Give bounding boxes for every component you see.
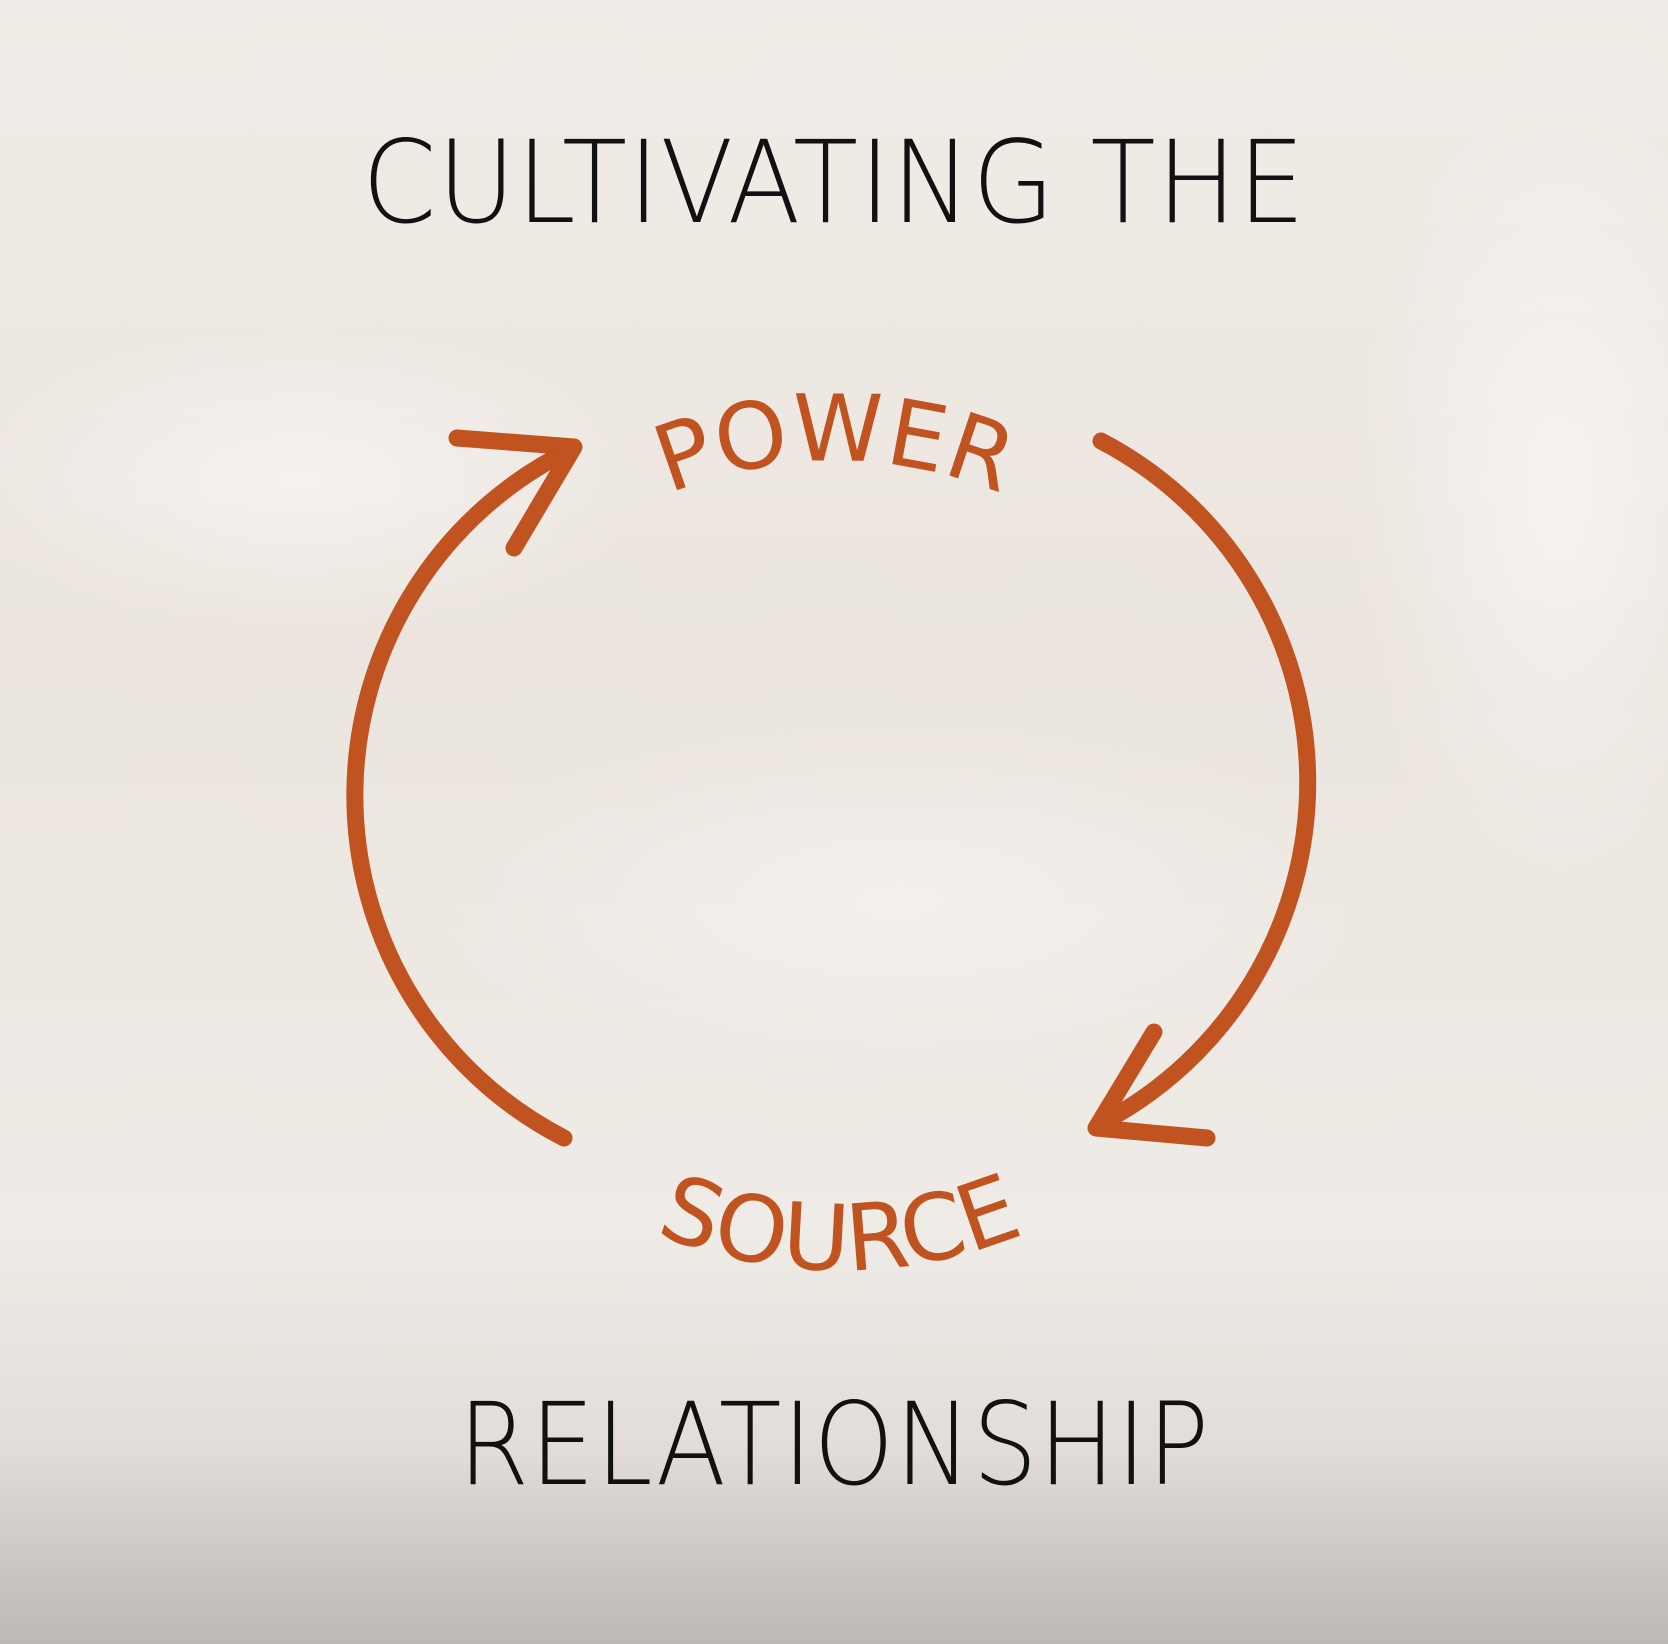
arrow-head-top-icon	[448, 429, 583, 557]
title-bottom: RELATIONSHIP	[458, 1378, 1210, 1511]
cycle-label-source: SOURCE	[647, 1154, 1032, 1294]
title-top: CULTIVATING THE	[362, 116, 1306, 249]
cycle-diagram	[346, 429, 1317, 1147]
arrow-head-bottom-icon	[1087, 1023, 1216, 1147]
right-arc-arrow	[1091, 432, 1317, 1133]
cycle-label-power: POWER	[641, 375, 1029, 514]
left-arc-arrow	[346, 441, 579, 1147]
